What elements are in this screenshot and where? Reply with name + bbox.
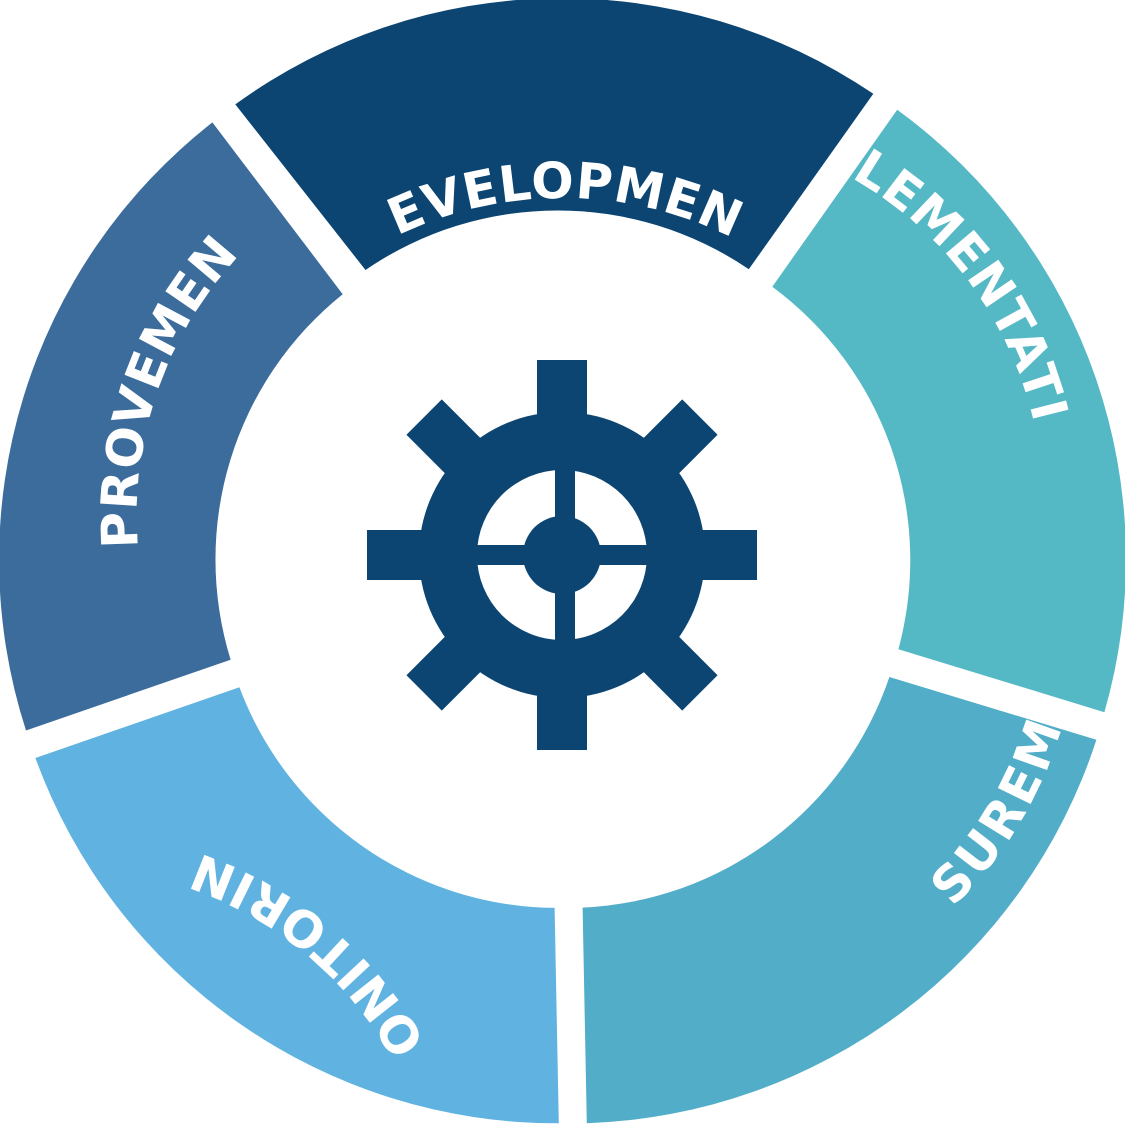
segment-monitoring [35,687,559,1124]
gear-hub-core [523,516,601,594]
segment-improvement [0,122,343,731]
segment-measurement [582,677,1097,1124]
segment-implementation [772,109,1125,713]
segment-development [235,0,874,270]
gear-hub [470,460,660,650]
